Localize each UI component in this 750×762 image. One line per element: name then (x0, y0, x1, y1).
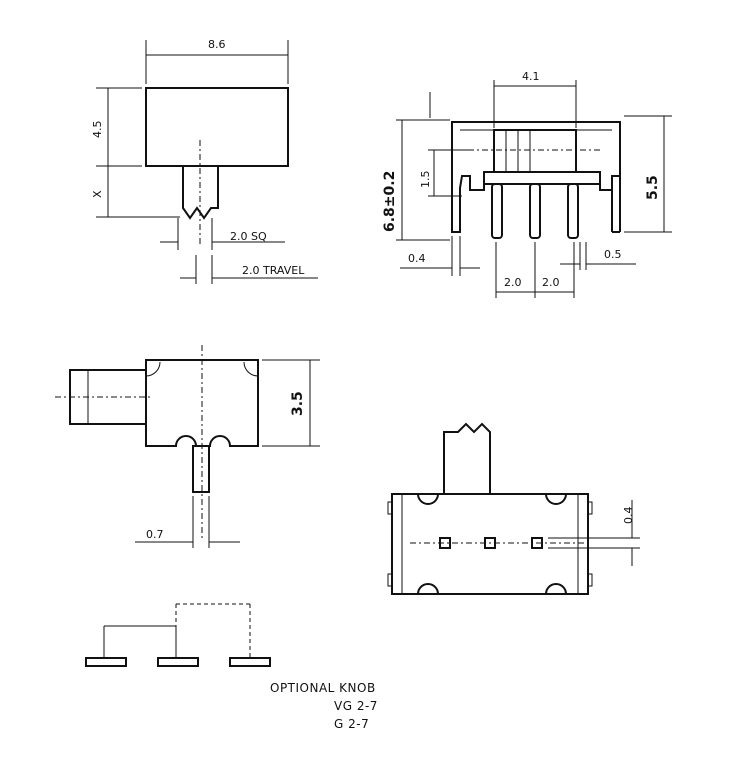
body-bottom (391, 493, 589, 595)
schematic-terminal-1 (85, 657, 127, 667)
notes: OPTIONAL KNOB VG 2-7 G 2-7 (270, 681, 378, 731)
dim-pad-size: 0.4 (622, 507, 635, 525)
dim-travel: 2.0 TRAVEL (242, 264, 305, 277)
dim-body-height: 4.5 (91, 121, 104, 139)
actuator-bottom (443, 422, 491, 494)
dim-actuator-width: 0.7 (146, 528, 164, 541)
switch-body (145, 87, 289, 167)
pin-2 (529, 183, 541, 239)
dim-actuator-offset: 1.5 (419, 171, 432, 189)
note-variant-2: G 2-7 (334, 717, 369, 731)
side-frame (451, 121, 621, 233)
dim-lead-thickness: 0.4 (408, 252, 426, 265)
dim-pitch-left: 2.0 (504, 276, 522, 289)
lead-tab (192, 445, 210, 493)
dim-top-width: 8.6 (208, 38, 226, 51)
dim-overall-height: 6.8±0.2 (382, 171, 398, 232)
dim-side-height: 5.5 (645, 175, 661, 200)
top-view: 3.5 0.7 (55, 345, 320, 548)
note-variant-1: VG 2-7 (334, 699, 378, 713)
dim-lead-offset: 0.5 (604, 248, 622, 261)
dim-body-depth: 3.5 (290, 391, 306, 416)
dim-pin-pitch-top: 4.1 (522, 70, 540, 83)
side-view: 4.1 6.8±0.2 1.5 5.5 0.4 2.0 2.0 (382, 70, 672, 298)
front-view: 8.6 4.5 X 2.0 SQ 2.0 TRAVEL (91, 38, 318, 284)
base-plate (483, 171, 601, 185)
note-optional-knob: OPTIONAL KNOB (270, 681, 376, 695)
dim-actuator-sq: 2.0 SQ (230, 230, 267, 243)
schematic-terminal-2 (157, 657, 199, 667)
dim-pitch-right: 2.0 (542, 276, 560, 289)
pin-1 (491, 183, 503, 239)
dim-actuator-height: X (91, 190, 104, 198)
schematic-terminal-3 (229, 657, 271, 667)
schematic (85, 603, 271, 667)
bottom-view: 0.4 (387, 422, 640, 595)
pin-3 (567, 183, 579, 239)
